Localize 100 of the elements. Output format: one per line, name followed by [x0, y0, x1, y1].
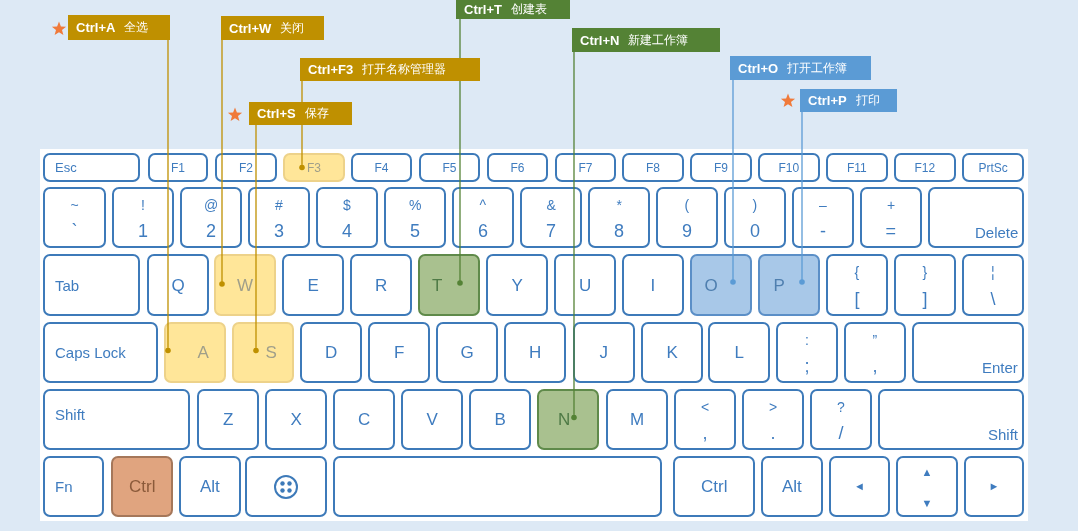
description-label: 保存 [304, 105, 329, 122]
key-label: & [546, 198, 556, 212]
shortcut-label: Ctrl+T [464, 2, 502, 17]
description-label: 关闭 [280, 19, 305, 37]
key-label: F4 [374, 161, 389, 174]
key [708, 322, 770, 383]
key [656, 187, 718, 248]
key-label: F3 [307, 161, 321, 174]
key [606, 389, 668, 450]
key [826, 254, 888, 316]
key [214, 254, 276, 316]
key [418, 254, 480, 316]
key-label: F [394, 344, 405, 361]
key-label: ^ [479, 198, 487, 212]
key-label: U [579, 276, 592, 294]
key-label: Delete [975, 225, 1019, 240]
leader-line [299, 80, 305, 171]
key-label: ! [141, 198, 145, 212]
key-label: Y [511, 276, 523, 294]
key-label: X [290, 411, 302, 428]
key-label: [ [854, 290, 860, 308]
key-label: V [426, 411, 438, 428]
shortcut-label: Ctrl+N [580, 32, 620, 48]
key [486, 254, 548, 316]
key [860, 187, 922, 248]
key [758, 153, 820, 182]
key [962, 254, 1024, 316]
shortcut-label: Ctrl+A [76, 20, 116, 35]
leader-line [165, 39, 171, 354]
key [690, 254, 752, 316]
key-label: W [237, 276, 254, 294]
key [452, 187, 514, 248]
key-label: D [325, 344, 338, 361]
shortcut-label: Ctrl+W [229, 20, 272, 36]
key-label: = [885, 222, 896, 240]
key-label: ¦ [991, 265, 995, 279]
key [333, 389, 395, 450]
key [690, 153, 752, 182]
key [316, 187, 378, 248]
key-label: ` [71, 222, 78, 240]
callout-box [221, 16, 324, 40]
callout-box [572, 28, 720, 52]
key [148, 153, 208, 182]
leader-line [253, 124, 259, 354]
key [197, 389, 259, 450]
key-label: Tab [55, 277, 80, 293]
key-label: F10 [778, 161, 800, 174]
key-label: 0 [750, 222, 760, 240]
key-label: E [307, 276, 319, 294]
shortcut-label: Ctrl+O [738, 60, 779, 76]
key-label: # [275, 198, 283, 212]
key-label: O [704, 276, 718, 294]
key-label: ◄ [854, 481, 865, 492]
key-label: Q [171, 276, 185, 294]
key-label: F12 [914, 161, 936, 174]
key [43, 254, 140, 316]
key-label: Enter [982, 360, 1018, 375]
key [43, 389, 190, 450]
key-label: + [887, 198, 896, 212]
key [248, 187, 310, 248]
key [215, 153, 277, 182]
key [179, 456, 241, 517]
callout-box [300, 58, 480, 81]
key-label: L [734, 344, 744, 361]
key [419, 153, 480, 182]
key-label: 9 [682, 222, 692, 240]
space-bar-key [333, 456, 662, 517]
key-label: F6 [510, 161, 525, 174]
key-label: M [630, 411, 645, 428]
callout-box [800, 89, 897, 112]
key [265, 389, 327, 450]
key [487, 153, 548, 182]
key-label: ? [837, 400, 845, 414]
key [829, 456, 890, 517]
key-label: , [872, 357, 878, 375]
key-label: / [838, 424, 844, 442]
key-label: @ [204, 198, 219, 212]
key [180, 187, 242, 248]
key-label: R [375, 276, 388, 294]
key [537, 389, 599, 450]
key [826, 153, 888, 182]
key [673, 456, 755, 517]
key [810, 389, 872, 450]
key-label: F1 [171, 161, 185, 174]
key [776, 322, 838, 383]
description-label: 打开工作簿 [787, 59, 848, 77]
key-label: I [650, 276, 656, 294]
key [894, 153, 956, 182]
key-label: F2 [239, 161, 253, 174]
description-label: 打印 [855, 92, 880, 109]
callout-box [456, 0, 570, 19]
callout-box [730, 56, 871, 80]
key [111, 456, 173, 517]
key [368, 322, 430, 383]
key [300, 322, 362, 383]
key-label: ( [684, 198, 690, 212]
key-label: ▲ [921, 467, 933, 478]
key-label: Caps Lock [55, 345, 126, 360]
key [147, 254, 209, 316]
key-label: F7 [578, 161, 593, 174]
